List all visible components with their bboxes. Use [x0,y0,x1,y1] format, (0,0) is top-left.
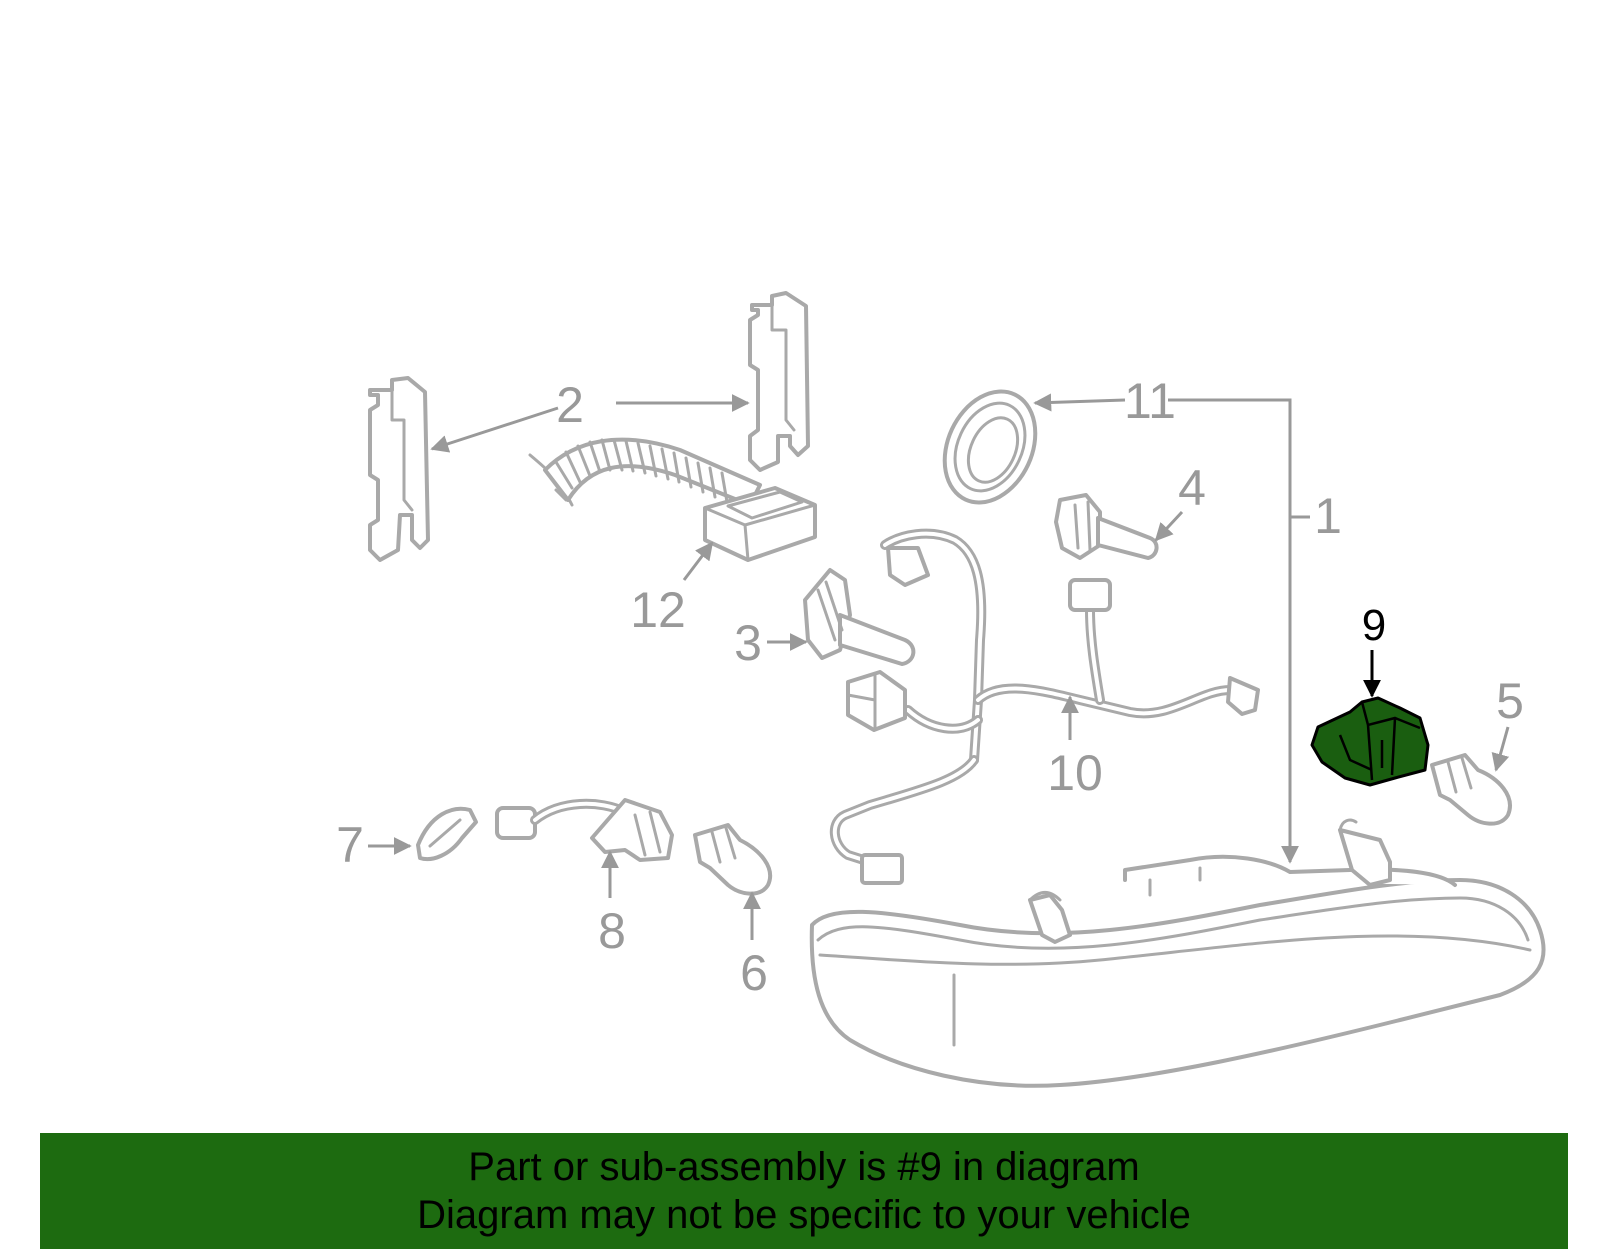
part-4-bulb [1054,493,1159,560]
part-2-bracket-left [368,376,430,562]
callout-5: 5 [1496,673,1524,729]
part-11-socket-ring [942,389,1038,505]
part-12-loom-module [528,437,817,562]
callout-11: 11 [1124,373,1176,429]
part-5-bulb [1430,753,1512,826]
callout-2: 2 [556,377,584,433]
leader-lines [368,393,1510,940]
part-3-bulb-socket [803,568,916,666]
part-2-bracket-right [748,291,810,472]
callout-7: 7 [336,817,364,873]
info-banner: Part or sub-assembly is #9 in diagram Di… [40,1133,1568,1249]
callout-12: 12 [630,582,686,638]
callout-4: 4 [1178,460,1206,516]
callout-3: 3 [734,615,762,671]
callout-8: 8 [598,903,626,959]
part-10-wiring-harness [829,528,1260,885]
callout-6: 6 [740,945,768,1001]
callout-1: 1 [1314,488,1342,544]
part-9-socket-highlighted [1310,696,1430,787]
callout-9: 9 [1362,601,1386,650]
part-1-headlamp-assembly [809,818,1546,1088]
banner-line-part: Part or sub-assembly is #9 in diagram [468,1145,1140,1189]
part-7-wedge-bulb [416,806,478,861]
banner-line-disclaimer: Diagram may not be specific to your vehi… [417,1193,1191,1237]
callout-10: 10 [1047,745,1103,801]
part-6-bulb [693,823,772,896]
part-8-socket-pigtail [495,798,674,862]
